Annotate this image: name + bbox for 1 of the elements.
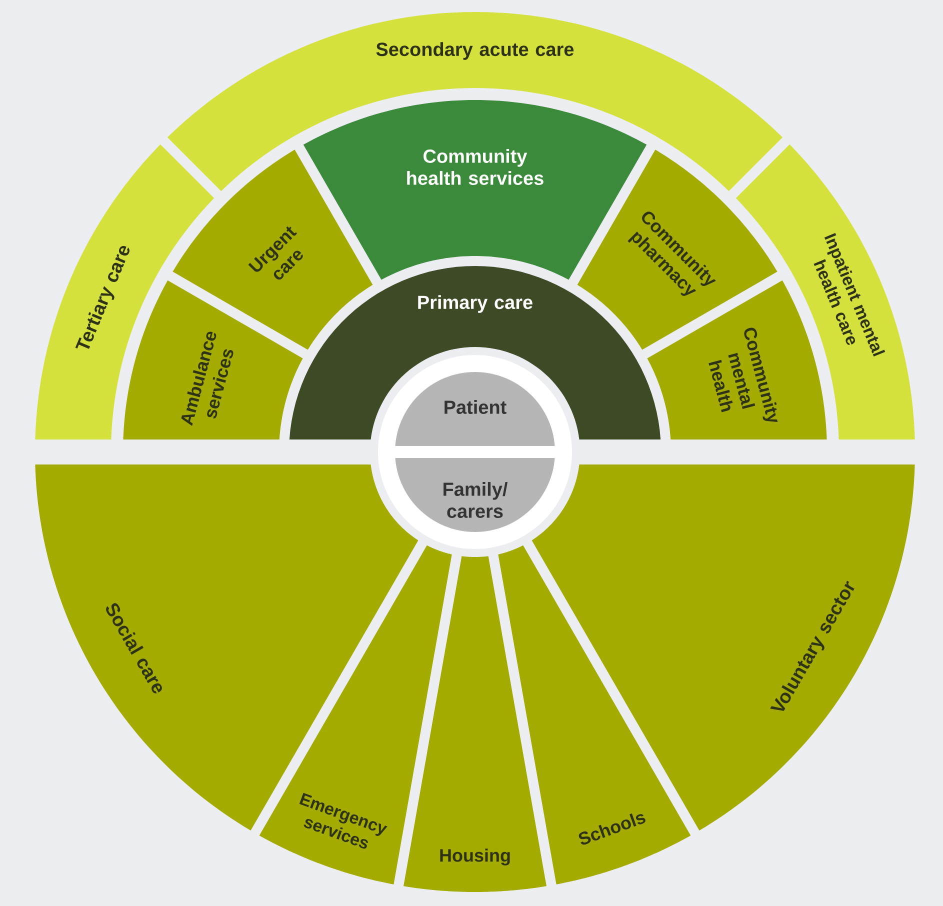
ring-segment: Housing bbox=[404, 556, 546, 892]
